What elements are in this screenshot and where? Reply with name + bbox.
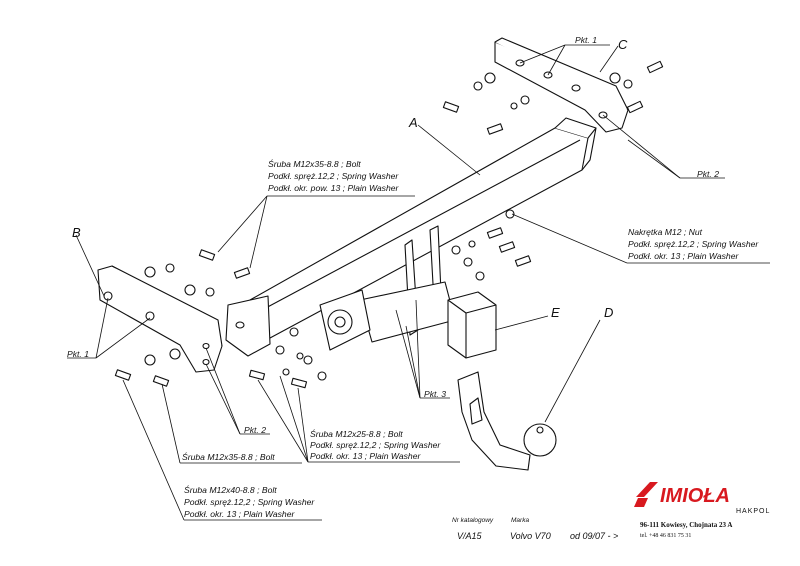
callout-nut: Nakrętka M12 ; Nut (628, 227, 703, 237)
callout-plain-washer-nut: Podkł. okr. 13 ; Plain Washer (628, 251, 739, 261)
callout-spring-washer-nut: Podkł. spręż.12,2 ; Spring Washer (628, 239, 759, 249)
leader-lines (67, 44, 770, 521)
company-address: 96-111 Kowiesy, Chojnata 23 A (640, 521, 733, 529)
part-label-b: B (72, 225, 81, 240)
callout-spring-washer-middle: Podkł. spręż.12,2 ; Spring Washer (310, 440, 441, 450)
part-label-d: D (604, 305, 614, 320)
fasteners (114, 60, 664, 389)
logo-name: IMIOŁA (660, 485, 730, 507)
callout-plain-washer-bottom: Podkł. okr. 13 ; Plain Washer (184, 509, 295, 519)
logo-sub: HAKPOL (736, 508, 771, 515)
part-label-a: A (409, 115, 418, 130)
callout-bolt-m12x40: Śruba M12x40-8.8 ; Bolt (184, 485, 277, 495)
validity-date: od 09/07 - > (570, 531, 619, 541)
imiola-logo-mark (634, 482, 658, 507)
point-label-pkt1-top: Pkt. 1 (575, 35, 597, 45)
bracket-c (494, 37, 629, 133)
callout-spring-washer-top: Podkł. spręż.12,2 ; Spring Washer (268, 171, 399, 181)
point-label-pkt2-right: Pkt. 2 (697, 169, 719, 179)
catalog-number-label: Nr katalogowy (452, 517, 494, 524)
point-label-pkt1-left: Pkt. 1 (67, 349, 89, 359)
point-label-pkt2-left: Pkt. 2 (244, 425, 266, 435)
callout-spring-washer-bottom: Podkł. spręż.12,2 ; Spring Washer (184, 497, 315, 507)
cross-tube-a (225, 117, 597, 357)
callout-plain-washer-top: Podkł. okr. pow. 13 ; Plain Washer (268, 183, 399, 193)
part-label-c: C (618, 37, 628, 52)
callout-bolt-m12x35-top: Śruba M12x35-8.8 ; Bolt (268, 159, 361, 169)
brand-value: Volvo V70 (510, 531, 551, 541)
callout-bolt-m12x25: Śruba M12x25-8.8 ; Bolt (310, 429, 403, 439)
catalog-number-value: V/A15 (457, 531, 482, 541)
point-label-pkt3: Pkt. 3 (424, 389, 446, 399)
part-label-e: E (551, 305, 560, 320)
company-phone: tel. +48 46 831 75 31 (640, 533, 692, 539)
callout-plain-washer-middle: Podkł. okr. 13 ; Plain Washer (310, 451, 421, 461)
callout-bolt-m12x35-bottom: Śruba M12x35-8.8 ; Bolt (182, 452, 275, 462)
tow-ball-d (457, 371, 557, 471)
brand-label: Marka (511, 517, 530, 524)
bracket-b (97, 265, 223, 373)
ball-holder-e (447, 291, 497, 359)
